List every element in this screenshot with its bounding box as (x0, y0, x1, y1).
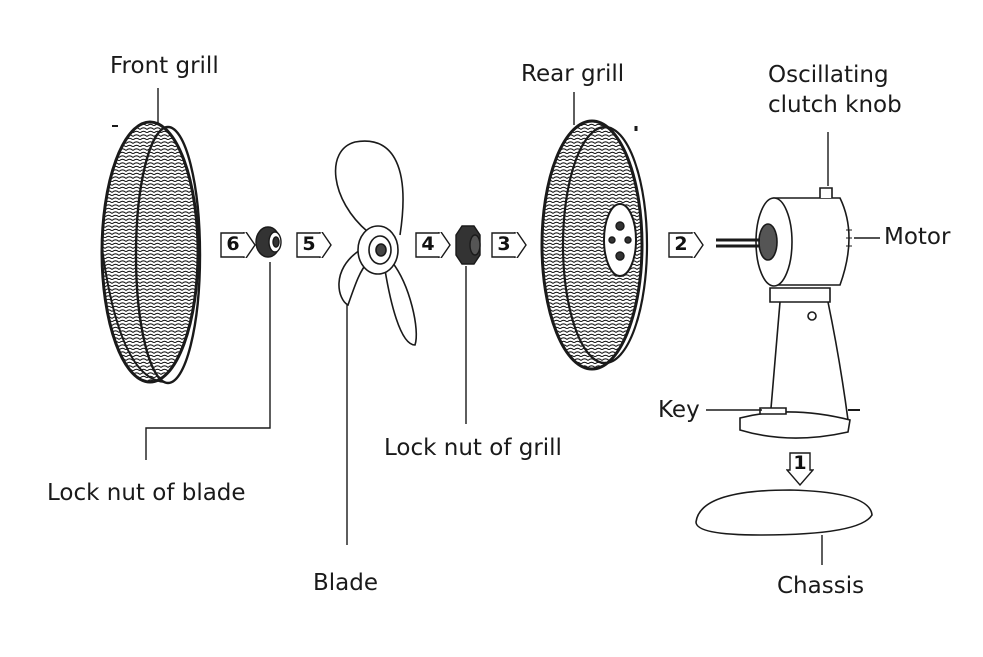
step-arrow-4: 4 (415, 232, 451, 258)
leader-lines (145, 88, 880, 565)
step-arrow-3: 3 (491, 232, 527, 258)
label-lock-nut-of-blade: Lock nut of blade (47, 480, 246, 506)
step-arrow-6: 6 (220, 232, 256, 258)
step-arrow-1: 1 (786, 452, 814, 486)
rear-grill-shape (540, 119, 649, 371)
blade-shape (334, 140, 418, 346)
label-clutch-knob: clutch knob (768, 92, 902, 118)
chassis-shape (695, 489, 873, 536)
stand-shape (739, 287, 860, 439)
step-number: 1 (793, 452, 807, 474)
step-number: 3 (497, 233, 511, 255)
lock-nut-of-grill-shape (455, 225, 481, 265)
label-front-grill: Front grill (110, 53, 219, 79)
step-number: 2 (674, 233, 688, 255)
motor-shape (716, 187, 852, 287)
step-number: 5 (302, 233, 316, 255)
label-chassis: Chassis (777, 573, 865, 599)
label-oscillating: Oscillating (768, 62, 889, 88)
label-motor: Motor (884, 224, 951, 250)
step-number: 4 (421, 233, 435, 255)
lock-nut-of-blade-shape (255, 226, 282, 258)
step-number: 6 (226, 233, 240, 255)
label-rear-grill: Rear grill (521, 61, 625, 87)
step-arrow-2: 2 (668, 232, 704, 258)
step-arrow-5: 5 (296, 232, 332, 258)
label-lock-nut-of-grill: Lock nut of grill (384, 435, 562, 461)
label-blade: Blade (313, 570, 379, 596)
leader-lock-nut-blade (145, 262, 271, 460)
label-key: Key (658, 397, 700, 423)
front-grill-shape (100, 120, 202, 385)
